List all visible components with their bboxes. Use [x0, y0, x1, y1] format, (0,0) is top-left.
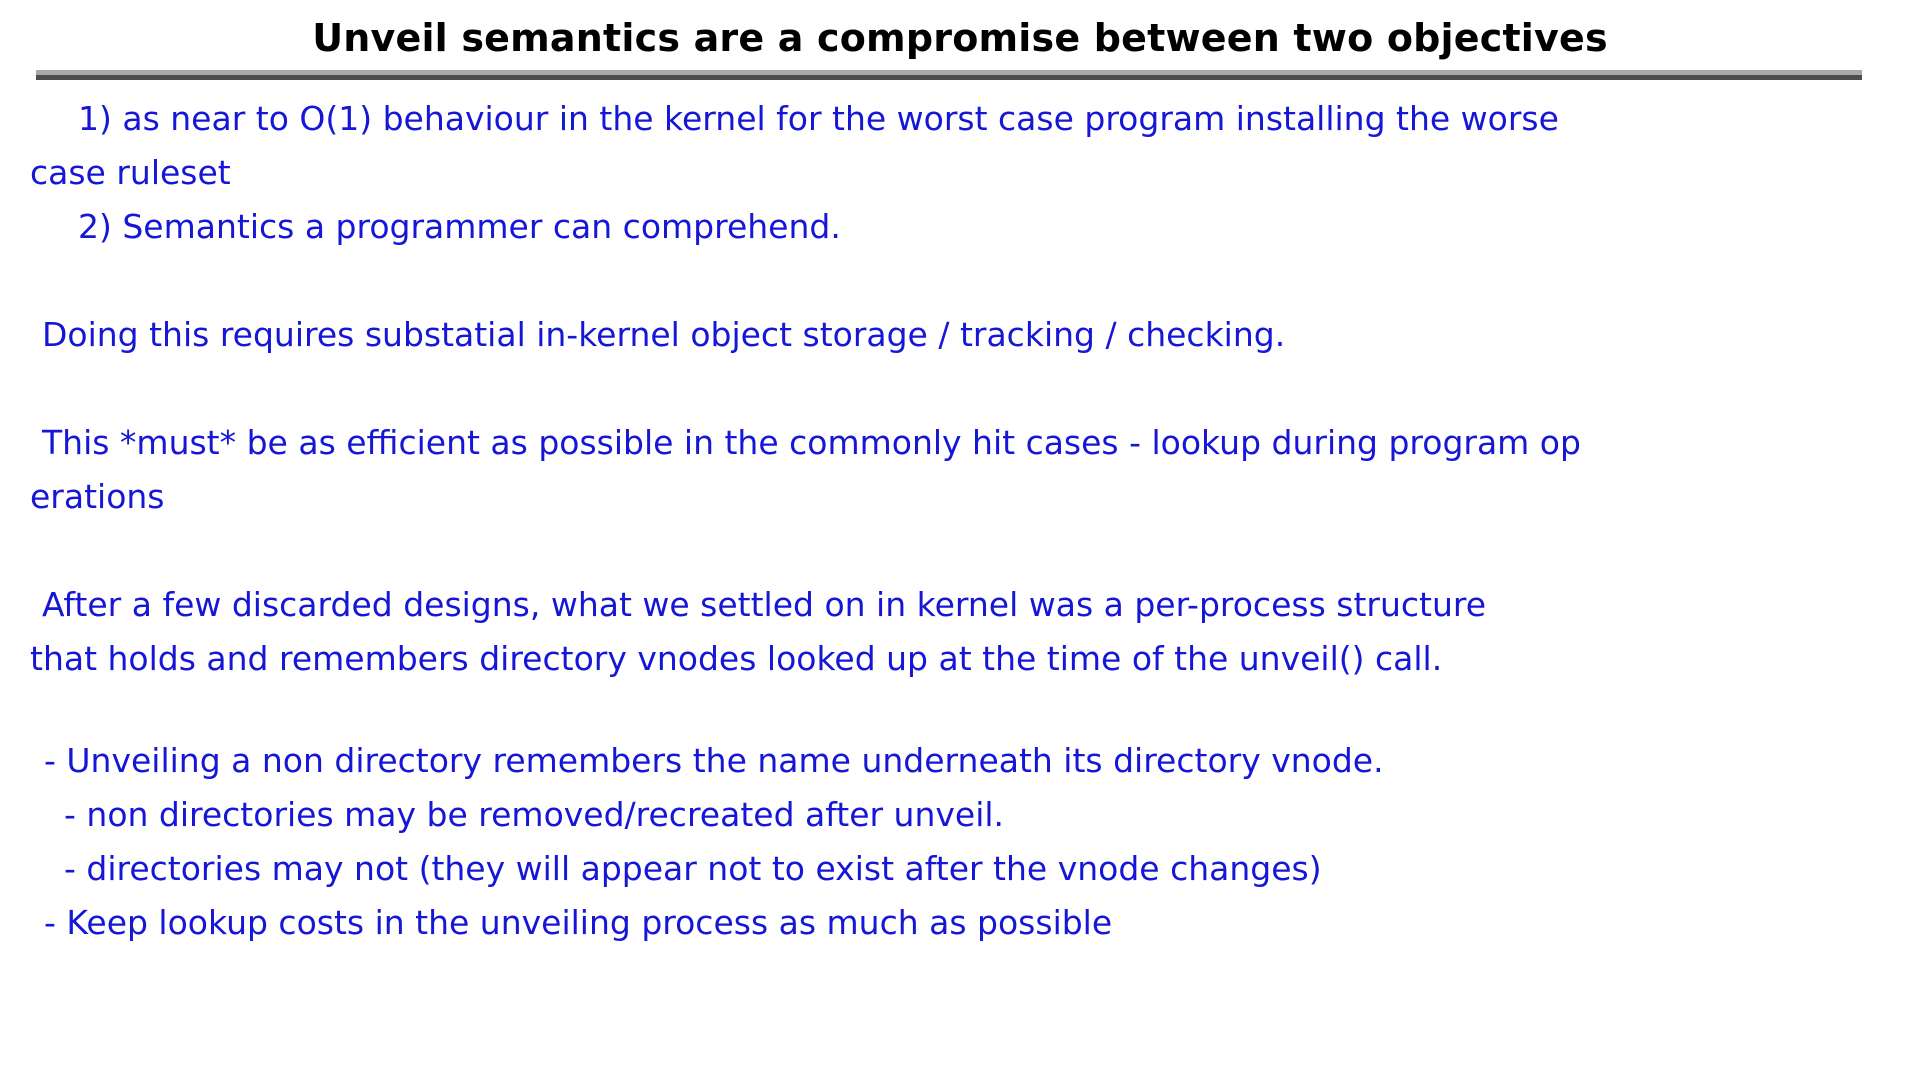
divider-rule-top: [36, 70, 1862, 75]
efficiency-line-2: erations: [30, 477, 165, 516]
objective-1-line-2: case ruleset: [30, 153, 231, 192]
divider-rule-bottom: [36, 75, 1862, 80]
requires-line: Doing this requires substatial in-kernel…: [42, 315, 1286, 354]
design-line-2: that holds and remembers directory vnode…: [30, 639, 1443, 678]
efficiency-line-1: This *must* be as efficient as possible …: [42, 423, 1581, 462]
body-spacer-4: [30, 686, 1890, 734]
bullet-non-directories-removed: - non directories may be removed/recreat…: [64, 795, 1005, 834]
slide-title: Unveil semantics are a compromise betwee…: [312, 16, 1608, 60]
objective-2: 2) Semantics a programmer can comprehend…: [78, 207, 841, 246]
bullet-directories-may-not: - directories may not (they will appear …: [64, 849, 1322, 888]
bullet-unveiling-non-directory: - Unveiling a non directory remembers th…: [44, 741, 1384, 780]
slide-body: 1) as near to O(1) behaviour in the kern…: [30, 92, 1890, 950]
body-spacer-3: [30, 524, 1890, 578]
bullet-keep-lookup-costs: - Keep lookup costs in the unveiling pro…: [44, 903, 1113, 942]
body-spacer-1: [30, 254, 1890, 308]
design-line-1: After a few discarded designs, what we s…: [42, 585, 1487, 624]
title-divider-rule: [36, 70, 1862, 80]
objective-1-line-1: 1) as near to O(1) behaviour in the kern…: [78, 99, 1559, 138]
body-spacer-2: [30, 362, 1890, 416]
